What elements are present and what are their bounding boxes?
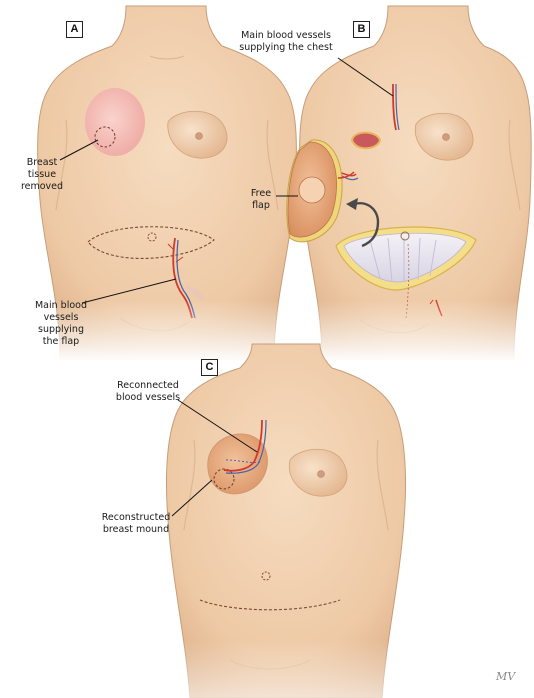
label-chest-vessels: Main blood vessels supplying the chest [239, 30, 333, 53]
nipple-outline-c [213, 468, 235, 490]
panel-b-letter: B [353, 21, 370, 38]
free-flap [286, 139, 355, 243]
label-breast-tissue-removed: Breast tissue removed [20, 157, 64, 192]
artist-signature: MV [496, 670, 516, 683]
torso-c-body [165, 343, 407, 698]
breast-removed-area [85, 88, 145, 156]
navel-c [261, 571, 271, 581]
chest-vessels-b [392, 83, 400, 131]
leader-chest-vessels [337, 57, 394, 97]
panel-c-letter: C [201, 359, 218, 376]
label-free-flap: Free flap [250, 188, 272, 211]
label-flap-vessels: Main blood vessels supplying the flap [34, 300, 88, 347]
chest-pocket-b [350, 131, 382, 150]
panel-a-torso [37, 5, 300, 362]
panel-a-letter: A [66, 21, 83, 38]
leader-reconnected [177, 399, 258, 453]
panel-b-torso [276, 5, 534, 362]
rotation-arrow [349, 201, 380, 248]
reconnected-vessels [223, 419, 267, 474]
label-reconnected-vessels: Reconnected blood vessels [115, 380, 181, 403]
label-reconstructed-mound: Reconstructed breast mound [101, 512, 171, 535]
panel-c-torso [165, 343, 408, 698]
leader-breast-tissue [59, 139, 99, 161]
navel-a [147, 232, 157, 242]
nipple-outline-a [94, 126, 116, 148]
leader-flap-vessels [81, 278, 177, 304]
abdominal-scar [199, 599, 341, 611]
navel-b [400, 231, 410, 241]
flap-incision-a [87, 226, 215, 259]
leader-mound [171, 479, 213, 517]
